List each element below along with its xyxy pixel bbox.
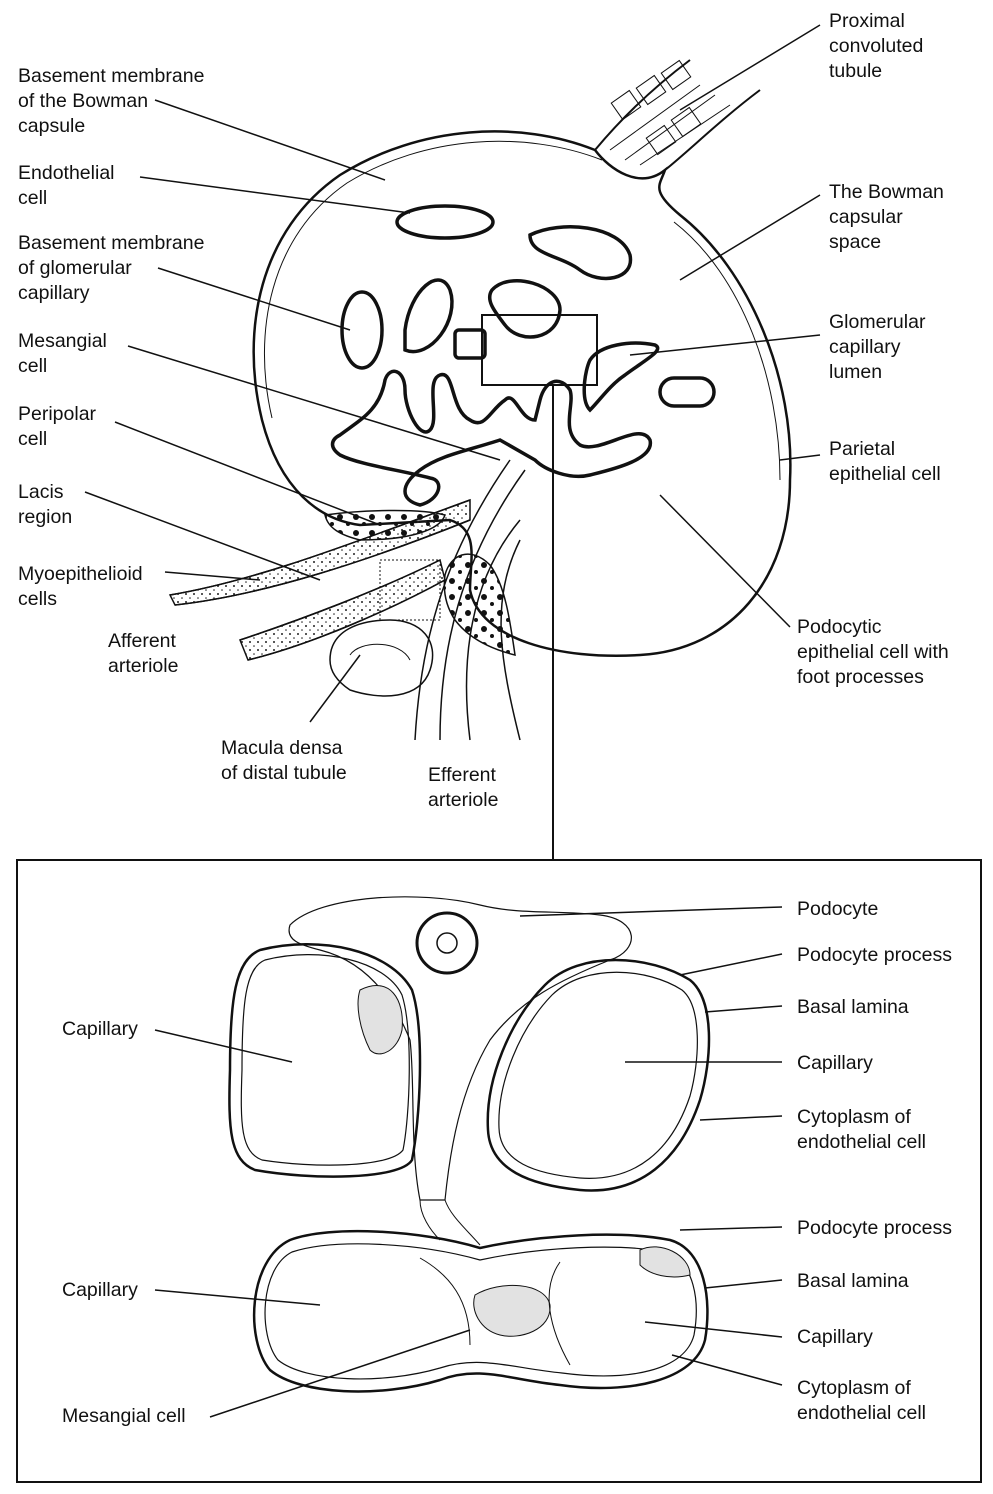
capillary-lower: [252, 1229, 709, 1393]
label-endothelial: Endothelial cell: [18, 162, 115, 209]
label-capillary-r1: Capillary: [797, 1052, 873, 1074]
bowman-capsule: [252, 130, 792, 657]
label-cytoplasm-1: Cytoplasm of endothelial cell: [797, 1106, 927, 1153]
label-bm-bowman: Basement membrane of the Bowman capsule: [18, 65, 205, 137]
proximal-tubule: [594, 59, 761, 171]
podocyte-nucleus: [415, 911, 479, 975]
label-glom-lumen: Glomerular capillary lumen: [829, 311, 926, 383]
label-podocyte: Podocyte: [797, 898, 879, 920]
capillary-upper-left: [228, 943, 422, 1178]
top-leader-lines: [84, 24, 821, 723]
label-afferent: Afferent arteriole: [108, 630, 179, 677]
label-mesangial-cell: Mesangial cell: [62, 1405, 186, 1427]
label-podocyte-process-1: Podocyte process: [797, 944, 953, 966]
label-cytoplasm-2: Cytoplasm of endothelial cell: [797, 1377, 927, 1424]
inset-leader-lines: [154, 906, 783, 1418]
capillary-upper-right: [486, 958, 711, 1192]
inset-frame: [16, 859, 982, 1483]
label-podocytic: Podocytic epithelial cell with foot proc…: [797, 616, 949, 688]
label-proximal-tubule: Proximal convoluted tubule: [829, 10, 924, 82]
label-peripolar: Peripolar cell: [18, 403, 97, 450]
label-capillary-l1: Capillary: [62, 1018, 138, 1040]
label-macula-densa: Macula densa of distal tubule: [221, 737, 347, 784]
zoom-box: [481, 314, 598, 386]
label-parietal: Parietal epithelial cell: [829, 438, 941, 485]
label-efferent: Efferent arteriole: [428, 764, 499, 811]
label-bowman-space: The Bowman capsular space: [829, 181, 944, 253]
label-podocyte-process-2: Podocyte process: [797, 1217, 953, 1239]
macula-densa: [329, 559, 441, 697]
label-capillary-l2: Capillary: [62, 1279, 138, 1301]
peripolar-region: [324, 509, 516, 656]
label-capillary-r2: Capillary: [797, 1326, 873, 1348]
label-lacis: Lacis region: [18, 481, 73, 528]
label-myoepithelioid: Myoepithelioid cells: [18, 563, 143, 610]
inset-illustration: [228, 896, 711, 1393]
label-basal-lamina-2: Basal lamina: [797, 1270, 909, 1292]
label-bm-glomerular: Basement membrane of glomerular capillar…: [18, 232, 205, 304]
label-basal-lamina-1: Basal lamina: [797, 996, 909, 1018]
label-mesangial: Mesangial cell: [18, 330, 107, 377]
glomerular-capillary-loops: [330, 204, 716, 507]
